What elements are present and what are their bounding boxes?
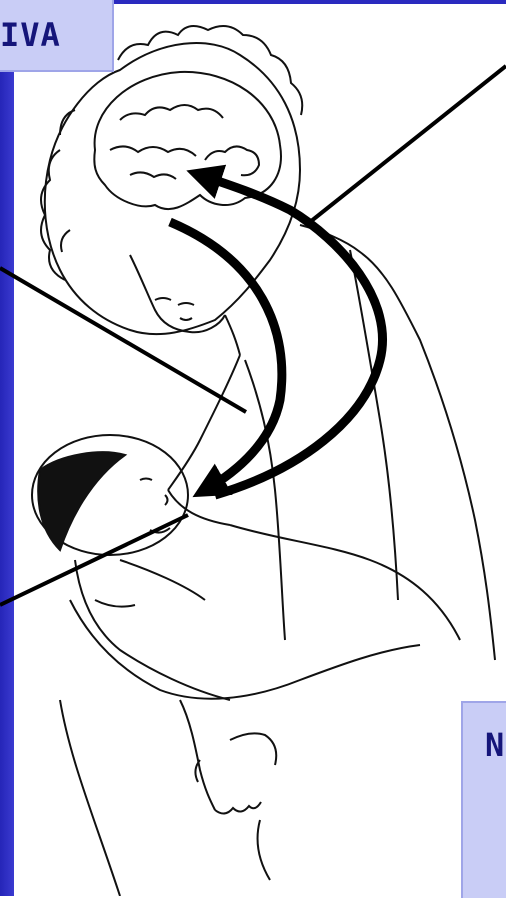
- baby: [32, 435, 230, 700]
- reflex-arrows: [170, 175, 383, 495]
- bottom-right-label-box: N: [461, 701, 506, 898]
- descending-arrow: [170, 222, 282, 490]
- pointer-line-top-right: [310, 66, 506, 222]
- ascending-arrow: [200, 175, 383, 495]
- mother-figure: [130, 225, 495, 660]
- pointer-line-left-lower: [0, 515, 188, 605]
- top-left-label: IVA: [0, 16, 61, 54]
- pointer-line-left-upper: [0, 268, 246, 412]
- pointer-lines: [0, 66, 506, 605]
- top-left-label-box: IVA: [0, 0, 114, 72]
- brain: [94, 72, 281, 209]
- bottom-right-label: N: [485, 726, 504, 764]
